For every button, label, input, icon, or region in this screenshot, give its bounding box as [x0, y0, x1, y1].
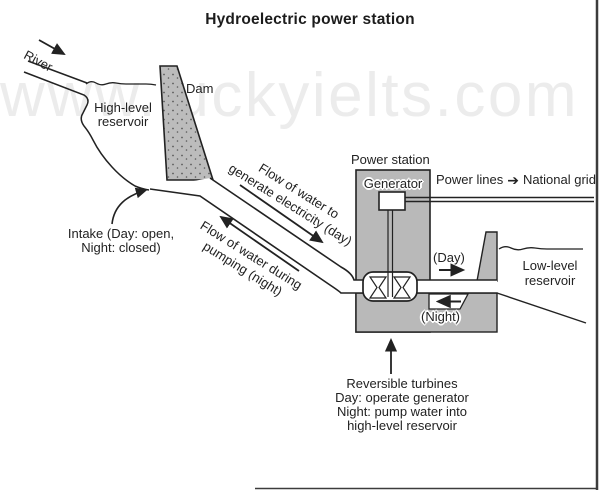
- river-upper-bank-line: [27, 60, 88, 84]
- night-flow-arrow: [219, 215, 300, 272]
- turbine-blade-right: [392, 276, 412, 299]
- generator-box: [378, 191, 406, 211]
- high-reservoir-water-line: [85, 81, 157, 86]
- low-level-dam: [476, 231, 498, 282]
- pipe-top-edge: [209, 177, 497, 281]
- high-level-reservoir-label: High-level reservoir: [94, 100, 152, 129]
- generator-label: Generator: [363, 176, 423, 191]
- penstock-pipe-body: [150, 178, 497, 293]
- night-label: (Night): [421, 309, 461, 324]
- watermark-text: www.luckyielts.com: [0, 61, 579, 130]
- right-arrow-icon: ➔: [507, 171, 519, 188]
- dam-label: Dam: [186, 81, 214, 96]
- low-reservoir-bed-line: [496, 292, 587, 324]
- reversible-turbines-note: Reversible turbines Day: operate generat…: [335, 376, 469, 433]
- day-label: (Day): [433, 250, 465, 265]
- day-flow-arrow: [239, 184, 324, 244]
- power-lines-label: Power lines: [436, 172, 504, 187]
- reservoir-bank-line: [23, 71, 150, 191]
- intake-label: Intake (Day: open, Night: closed): [67, 226, 175, 255]
- low-reservoir-water-line: [498, 246, 583, 251]
- power-lines-caption: Power lines ➔ National grid: [436, 173, 596, 187]
- pipe-bottom-edge: [149, 188, 497, 294]
- diagram-title: Hydroelectric power station: [205, 11, 415, 28]
- river-flow-arrow: [38, 39, 66, 55]
- intake-pointer-arrow: [111, 187, 148, 225]
- turbine-blade-left: [368, 276, 388, 299]
- low-level-reservoir-label: Low-level reservoir: [522, 258, 578, 288]
- national-grid-label: National grid: [522, 172, 596, 187]
- power-station-label: Power station: [351, 152, 430, 167]
